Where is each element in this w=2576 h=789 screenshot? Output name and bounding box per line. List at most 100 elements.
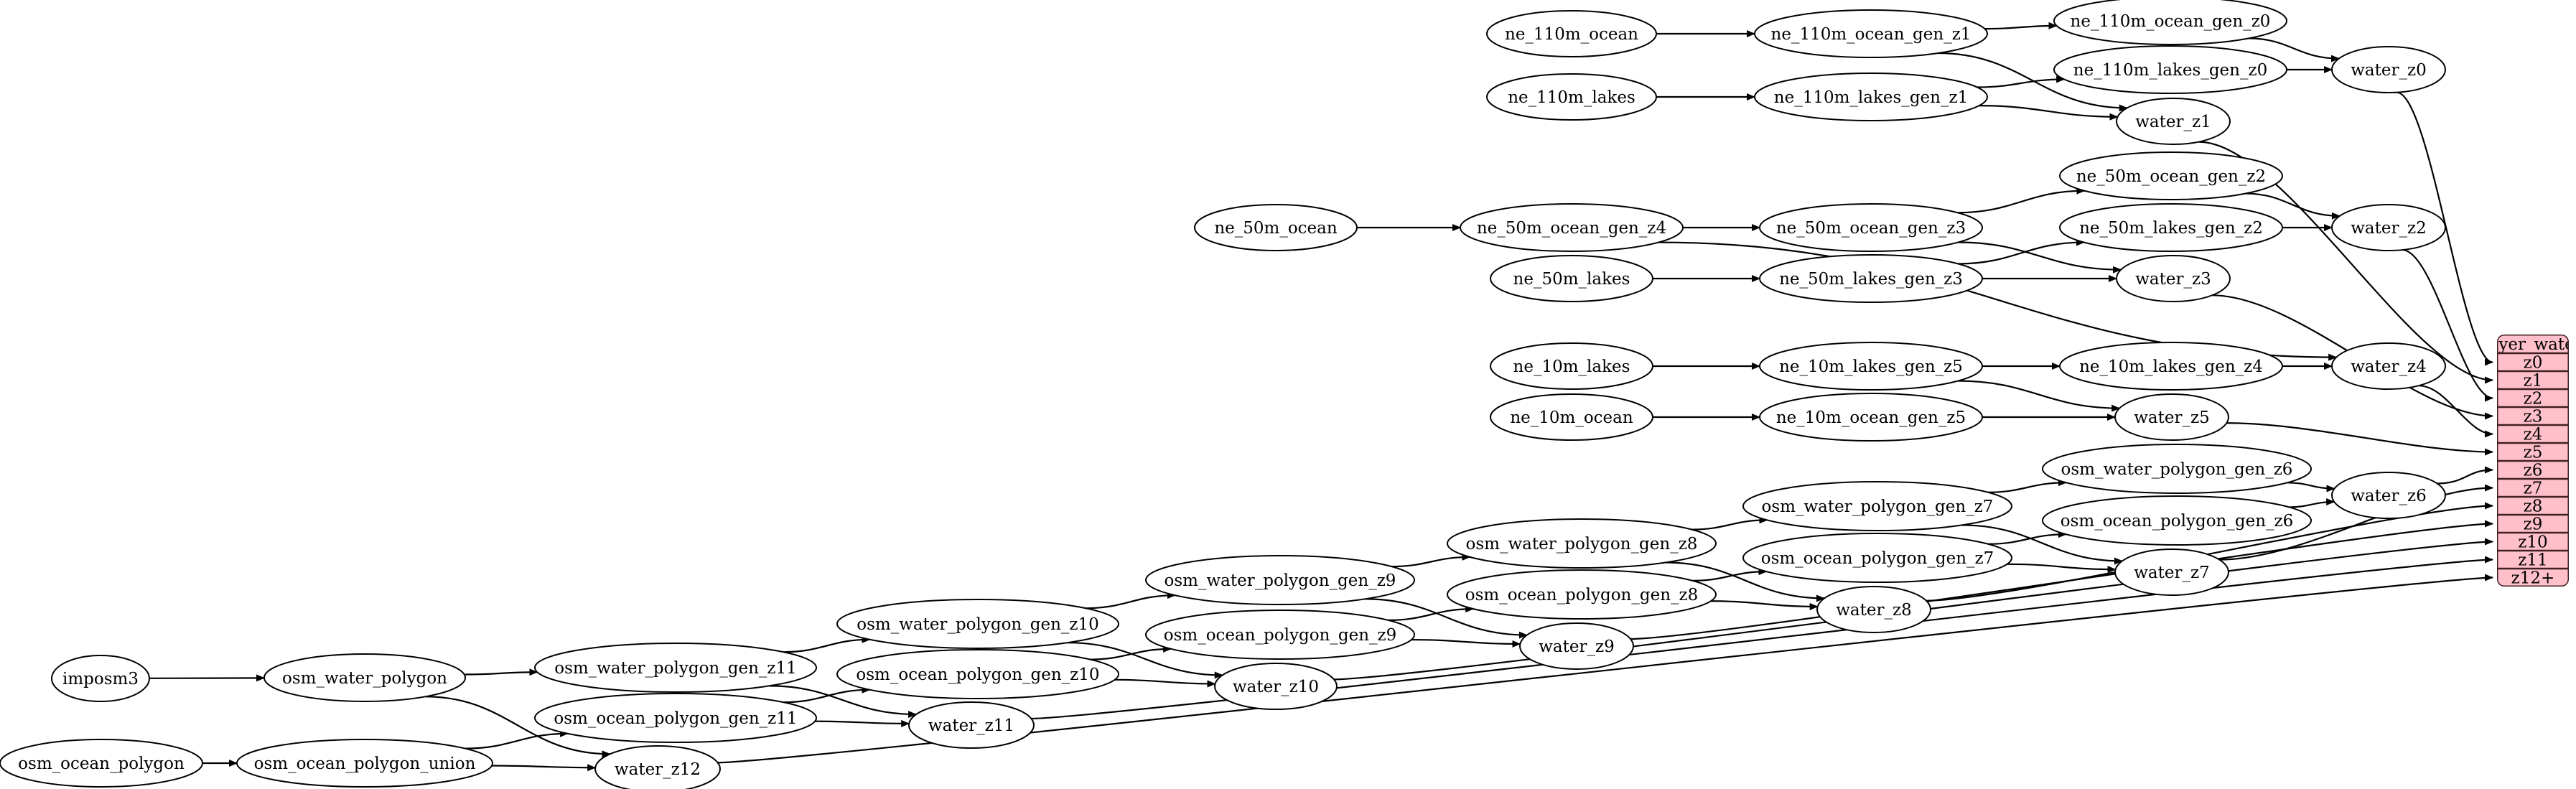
- node-shape[interactable]: [1519, 622, 1634, 670]
- graph-node-ne_50m_ocean[interactable]: ne_50m_ocean: [1194, 204, 1358, 251]
- graph-node-osm_ocean_polygon_gen_z7[interactable]: osm_ocean_polygon_gen_z7: [1742, 533, 2012, 583]
- node-shape[interactable]: [1759, 203, 1983, 252]
- graph-node-water_z8[interactable]: water_z8: [1816, 586, 1931, 633]
- graph-node-ne_110m_lakes[interactable]: ne_110m_lakes: [1486, 73, 1657, 121]
- node-shape[interactable]: [1742, 481, 2012, 531]
- node-shape[interactable]: [2053, 45, 2287, 94]
- node-shape[interactable]: [1486, 10, 1657, 57]
- graph-node-osm_ocean_polygon_gen_z8[interactable]: osm_ocean_polygon_gen_z8: [1447, 569, 1717, 620]
- node-shape[interactable]: [1490, 255, 1653, 302]
- graph-node-osm_ocean_polygon_gen_z11[interactable]: osm_ocean_polygon_gen_z11: [534, 693, 817, 743]
- node-shape[interactable]: [1490, 342, 1653, 390]
- node-shape[interactable]: [1759, 342, 1983, 391]
- node-shape[interactable]: [51, 655, 150, 702]
- graph-node-ne_10m_lakes_gen_z4[interactable]: ne_10m_lakes_gen_z4: [2059, 342, 2283, 391]
- node-label: ne_10m_lakes_gen_z5: [1779, 358, 1963, 376]
- node-shape[interactable]: [2114, 393, 2229, 441]
- node-shape[interactable]: [1754, 9, 1988, 58]
- node-shape[interactable]: [1194, 204, 1358, 251]
- graph-node-osm_water_polygon_gen_z10[interactable]: osm_water_polygon_gen_z10: [836, 599, 1119, 649]
- graph-node-imposm3[interactable]: imposm3: [51, 655, 150, 702]
- graph-node-water_z0[interactable]: water_z0: [2331, 46, 2446, 93]
- node-label: osm_water_polygon_gen_z11: [554, 659, 797, 678]
- graph-node-water_z2[interactable]: water_z2: [2331, 204, 2446, 251]
- node-shape[interactable]: [2059, 203, 2283, 252]
- graph-node-osm_ocean_polygon[interactable]: osm_ocean_polygon: [0, 739, 203, 788]
- node-shape[interactable]: [2042, 444, 2312, 494]
- graph-node-ne_10m_lakes_gen_z5[interactable]: ne_10m_lakes_gen_z5: [1759, 342, 1983, 391]
- table-row-z4: z4: [2524, 426, 2543, 444]
- node-shape[interactable]: [2114, 548, 2229, 596]
- node-shape[interactable]: [2053, 0, 2287, 45]
- graph-node-ne_110m_lakes_gen_z0[interactable]: ne_110m_lakes_gen_z0: [2053, 45, 2287, 94]
- graph-node-water_z10[interactable]: water_z10: [1214, 663, 1338, 710]
- node-shape[interactable]: [2331, 204, 2446, 251]
- node-shape[interactable]: [1754, 73, 1988, 121]
- node-shape[interactable]: [836, 599, 1119, 649]
- graph-node-osm_ocean_polygon_gen_z6[interactable]: osm_ocean_polygon_gen_z6: [2042, 495, 2312, 546]
- node-shape[interactable]: [534, 693, 817, 743]
- node-shape[interactable]: [263, 653, 466, 702]
- graph-node-osm_water_polygon[interactable]: osm_water_polygon: [263, 653, 466, 702]
- graph-node-water_z5[interactable]: water_z5: [2114, 393, 2229, 441]
- node-shape[interactable]: [2331, 472, 2446, 519]
- table-row-z11: z11: [2518, 551, 2547, 570]
- graph-node-ne_10m_ocean[interactable]: ne_10m_ocean: [1490, 393, 1653, 441]
- node-shape[interactable]: [2042, 495, 2312, 546]
- node-shape[interactable]: [1145, 555, 1415, 605]
- graph-node-ne_110m_lakes_gen_z1[interactable]: ne_110m_lakes_gen_z1: [1754, 73, 1988, 121]
- graph-node-ne_110m_ocean_gen_z0[interactable]: ne_110m_ocean_gen_z0: [2053, 0, 2287, 45]
- graph-node-water_z12[interactable]: water_z12: [594, 745, 721, 789]
- node-shape[interactable]: [2059, 342, 2283, 391]
- graph-node-ne_50m_ocean_gen_z3[interactable]: ne_50m_ocean_gen_z3: [1759, 203, 1983, 252]
- node-shape[interactable]: [1486, 73, 1657, 121]
- graph-node-ne_110m_ocean_gen_z1[interactable]: ne_110m_ocean_gen_z1: [1754, 9, 1988, 58]
- node-shape[interactable]: [1742, 533, 2012, 583]
- node-shape[interactable]: [534, 643, 817, 693]
- graph-node-osm_water_polygon_gen_z11[interactable]: osm_water_polygon_gen_z11: [534, 643, 817, 693]
- graph-node-ne_10m_lakes[interactable]: ne_10m_lakes: [1490, 342, 1653, 390]
- graph-node-ne_50m_ocean_gen_z4[interactable]: ne_50m_ocean_gen_z4: [1460, 203, 1684, 252]
- graph-node-water_z6[interactable]: water_z6: [2331, 472, 2446, 519]
- graph-node-ne_50m_lakes[interactable]: ne_50m_lakes: [1490, 255, 1653, 302]
- graph-node-ne_50m_ocean_gen_z2[interactable]: ne_50m_ocean_gen_z2: [2059, 151, 2283, 200]
- graph-node-osm_water_polygon_gen_z6[interactable]: osm_water_polygon_gen_z6: [2042, 444, 2312, 494]
- node-shape[interactable]: [2059, 151, 2283, 200]
- node-shape[interactable]: [2116, 255, 2231, 302]
- graph-node-ne_50m_lakes_gen_z2[interactable]: ne_50m_lakes_gen_z2: [2059, 203, 2283, 252]
- graph-node-ne_50m_lakes_gen_z3[interactable]: ne_50m_lakes_gen_z3: [1759, 254, 1983, 303]
- node-shape[interactable]: [836, 649, 1119, 699]
- node-shape[interactable]: [2116, 98, 2231, 145]
- graph-node-water_z4[interactable]: water_z4: [2331, 342, 2446, 390]
- graph-node-osm_water_polygon_gen_z9[interactable]: osm_water_polygon_gen_z9: [1145, 555, 1415, 605]
- node-shape[interactable]: [1447, 569, 1717, 620]
- node-shape[interactable]: [594, 745, 721, 789]
- graph-node-water_z11[interactable]: water_z11: [908, 701, 1035, 749]
- node-shape[interactable]: [1759, 254, 1983, 303]
- node-label: osm_ocean_polygon_gen_z7: [1761, 549, 1994, 568]
- graph-node-water_z7[interactable]: water_z7: [2114, 548, 2229, 596]
- node-shape[interactable]: [2331, 46, 2446, 93]
- graph-node-water_z9[interactable]: water_z9: [1519, 622, 1634, 670]
- node-shape[interactable]: [1759, 393, 1983, 442]
- node-shape[interactable]: [236, 739, 493, 788]
- graph-node-ne_10m_ocean_gen_z5[interactable]: ne_10m_ocean_gen_z5: [1759, 393, 1983, 442]
- node-shape[interactable]: [1145, 610, 1415, 660]
- graph-node-water_z1[interactable]: water_z1: [2116, 98, 2231, 145]
- nodes-group: imposm3 osm_water_polygon osm_ocean_polygo…: [0, 0, 2446, 789]
- graph-node-water_z3[interactable]: water_z3: [2116, 255, 2231, 302]
- graph-node-osm_ocean_polygon_gen_z9[interactable]: osm_ocean_polygon_gen_z9: [1145, 610, 1415, 660]
- graph-node-osm_ocean_polygon_gen_z10[interactable]: osm_ocean_polygon_gen_z10: [836, 649, 1119, 699]
- node-shape[interactable]: [0, 739, 203, 788]
- graph-node-osm_ocean_polygon_union[interactable]: osm_ocean_polygon_union: [236, 739, 493, 788]
- graph-node-osm_water_polygon_gen_z7[interactable]: osm_water_polygon_gen_z7: [1742, 481, 2012, 531]
- node-shape[interactable]: [1447, 518, 1717, 569]
- graph-node-ne_110m_ocean[interactable]: ne_110m_ocean: [1486, 10, 1657, 57]
- node-shape[interactable]: [1460, 203, 1684, 252]
- node-shape[interactable]: [1490, 393, 1653, 441]
- node-shape[interactable]: [1816, 586, 1931, 633]
- graph-node-osm_water_polygon_gen_z8[interactable]: osm_water_polygon_gen_z8: [1447, 518, 1717, 569]
- node-shape[interactable]: [2331, 342, 2446, 390]
- node-shape[interactable]: [908, 701, 1035, 749]
- node-shape[interactable]: [1214, 663, 1338, 710]
